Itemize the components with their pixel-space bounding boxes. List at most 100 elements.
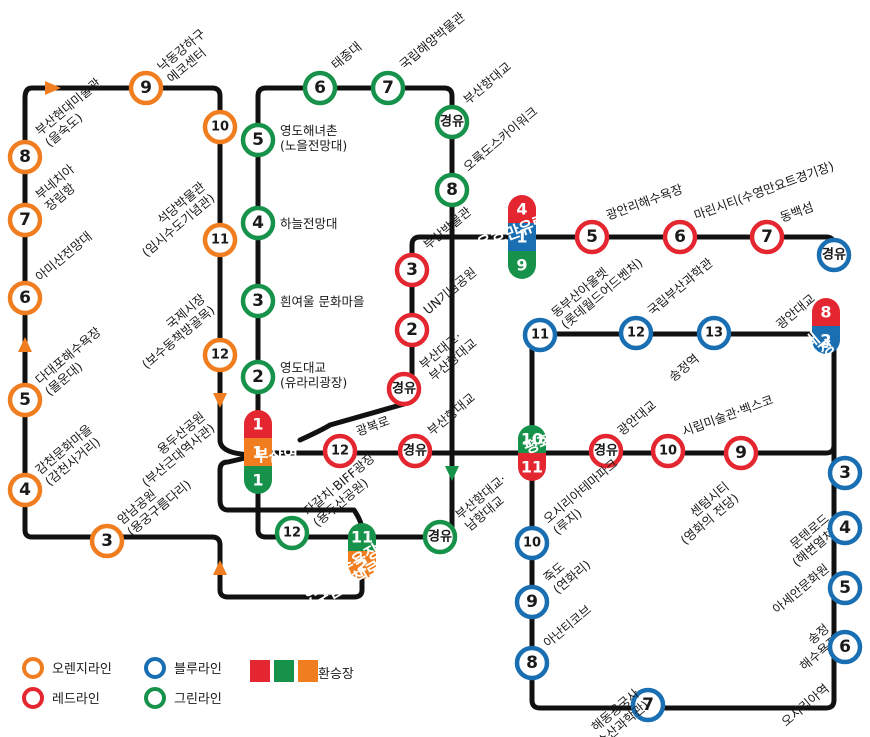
station-number: 10 — [659, 444, 677, 459]
station-label: 부산항대교 — [460, 59, 514, 107]
station-marker — [7, 382, 43, 418]
station-label: 송정역 — [666, 351, 702, 385]
station-marker — [370, 70, 406, 106]
station-label: 낙동강하구에코센터 — [154, 26, 217, 86]
orange-direction-arrow — [213, 393, 227, 408]
transfer-segment-green — [348, 523, 376, 551]
station-number: 7 — [642, 695, 654, 715]
station-marker — [202, 109, 238, 145]
station-marker — [827, 570, 863, 606]
station-number: 6 — [314, 78, 326, 98]
legend-transfer-label: 환승장 — [318, 667, 354, 682]
transfer-segment-red — [244, 410, 272, 438]
legend-red: 레드라인 — [22, 687, 100, 709]
legend-transfer-red — [250, 660, 270, 682]
station-label: 다대포해수욕장(몰운대) — [32, 324, 113, 399]
orange-direction-arrow — [18, 337, 32, 352]
station-number: 3 — [101, 531, 113, 551]
station-number: 5 — [839, 578, 851, 598]
station-label: 오시리아테마파크(루지) — [540, 456, 630, 538]
station-marker — [240, 122, 276, 158]
transfer-number: 1 — [516, 228, 527, 247]
station-marker — [816, 237, 852, 273]
station-number: 5 — [19, 390, 31, 410]
transfer-number: 1 — [252, 443, 263, 462]
station-number: 5 — [586, 227, 598, 247]
station-marker — [7, 472, 43, 508]
transfer-number: 11 — [521, 458, 543, 477]
transfer-number: 11 — [351, 528, 373, 547]
transfer-segment-blue — [508, 223, 536, 251]
station-label: 센텀시티(영화의 전당) — [668, 479, 742, 548]
station-marker — [514, 525, 550, 561]
station-label: 부네치아장림항 — [32, 161, 87, 214]
direction-arrows — [18, 81, 459, 575]
station-number: 7 — [382, 78, 394, 98]
legend-orange: 오렌지라인 — [22, 657, 112, 679]
station-number: 12 — [211, 348, 229, 363]
station-number: 8 — [526, 653, 538, 673]
station-label: 오륙도스카이워크 — [460, 104, 540, 175]
station-marker — [827, 455, 863, 491]
transfer-label: 부산역 — [254, 446, 298, 465]
transfer-segment-green — [508, 251, 536, 279]
station-marker — [434, 104, 470, 140]
station-number: 3 — [406, 260, 418, 280]
station-marker — [422, 519, 458, 555]
station-number: 경유 — [403, 443, 427, 459]
station-marker — [514, 645, 550, 681]
station-marker — [574, 219, 610, 255]
station-label: 영도대교(유라리광장) — [280, 360, 347, 390]
station-label: 죽도(연화리) — [540, 545, 593, 596]
station-marker — [514, 584, 550, 620]
station-marker — [696, 315, 732, 351]
station-number: 7 — [761, 227, 773, 247]
transfer-number: 2 — [820, 331, 831, 350]
station-marker — [240, 359, 276, 395]
station-number: 11 — [211, 233, 229, 248]
station-label: 용두산공원(부산근대역사관) — [129, 409, 217, 490]
station-marker — [434, 172, 470, 208]
green-line-route — [255, 85, 455, 540]
station-label: 아세안문화원 — [769, 561, 832, 617]
station-number: 12 — [283, 526, 301, 541]
station-label: 감천문화마을(감천사거리) — [32, 421, 104, 488]
station-number: 5 — [252, 130, 264, 150]
legend-transfer-orange — [298, 660, 318, 682]
station-label: 국립부산과학관 — [644, 255, 716, 319]
station-number: 4 — [19, 480, 31, 500]
transfer-number: 1 — [252, 415, 263, 434]
station-number: 6 — [674, 227, 686, 247]
station-marker — [522, 317, 558, 353]
station-number: 6 — [839, 637, 851, 657]
station-label: 부산박물관 — [420, 204, 474, 253]
station-marker — [322, 433, 358, 469]
transfer-number: 8 — [820, 303, 831, 322]
legend-label: 레드라인 — [52, 692, 100, 707]
station-label: 태종대 — [328, 39, 364, 73]
station-number: 9 — [735, 443, 747, 463]
transfer-segment-red — [518, 453, 546, 481]
station-marker — [89, 523, 125, 559]
station-number: 2 — [406, 320, 418, 340]
station-number: 경유 — [822, 247, 846, 263]
station-number: 4 — [839, 518, 851, 538]
station-number: 경유 — [428, 529, 452, 545]
station-number: 9 — [526, 592, 538, 612]
station-marker — [202, 222, 238, 258]
station-marker — [7, 202, 43, 238]
